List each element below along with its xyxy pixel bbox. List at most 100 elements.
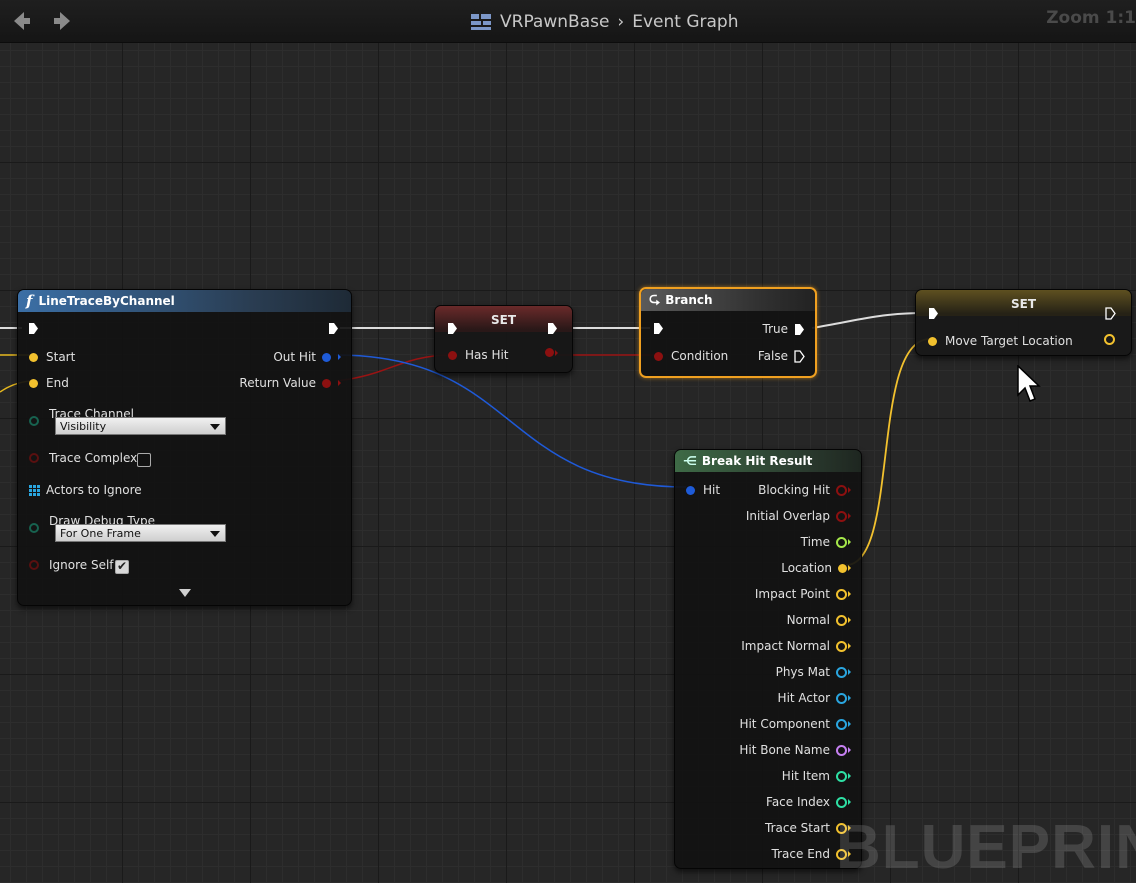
function-icon: f [26, 292, 33, 310]
back-arrow-icon[interactable] [9, 9, 33, 33]
output-pin-initial-overlap[interactable]: Initial Overlap [746, 509, 851, 523]
output-pin-hit-actor[interactable]: Hit Actor [778, 691, 851, 705]
blueprint-watermark: BLUEPRINT [836, 813, 1136, 882]
has-hit-pin[interactable]: Has Hit [448, 348, 509, 362]
exec-pin-hollow-icon [1105, 307, 1116, 320]
object-pin-icon [836, 692, 847, 704]
trace-channel-dropdown[interactable]: Visibility [55, 417, 226, 435]
trace-complex-pin[interactable]: Trace Complex [29, 451, 137, 465]
set-move-target-location-node[interactable]: SET Move Target Location [915, 289, 1132, 356]
object-pin-icon [836, 666, 847, 678]
bool-pin-icon [448, 350, 457, 360]
output-pin-hit-item[interactable]: Hit Item [782, 769, 851, 783]
out-hit-pin[interactable]: Out Hit [273, 350, 341, 364]
ignore-self-checkbox[interactable] [115, 559, 129, 574]
vector-pin-icon [29, 378, 38, 388]
exec-pin-hollow-icon [794, 349, 805, 363]
condition-pin[interactable]: Condition [654, 349, 728, 363]
mouse-cursor-icon [1017, 365, 1041, 402]
start-pin[interactable]: Start [29, 350, 75, 364]
output-pin-hit-component[interactable]: Hit Component [739, 717, 851, 731]
output-pin-impact-point[interactable]: Impact Point [755, 587, 851, 601]
line-trace-by-channel-node[interactable]: f LineTraceByChannel Start End Out Hit R… [17, 289, 352, 606]
node-title: LineTraceByChannel [38, 294, 175, 308]
break-struct-icon: ⋲ [683, 454, 697, 468]
output-pin-hit-bone-name[interactable]: Hit Bone Name [739, 743, 851, 757]
set-has-hit-node[interactable]: SET Has Hit [434, 305, 573, 373]
output-pin-blocking-hit[interactable]: Blocking Hit [758, 483, 851, 497]
return-value-pin[interactable]: Return Value [239, 376, 341, 390]
blueprint-graph-icon [471, 14, 491, 30]
exec-in-pin[interactable] [928, 307, 939, 320]
bool-pin-icon [836, 484, 847, 496]
draw-debug-type-dropdown[interactable]: For One Frame [55, 524, 226, 542]
output-pin-impact-normal[interactable]: Impact Normal [741, 639, 851, 653]
actors-to-ignore-pin[interactable]: Actors to Ignore [29, 483, 142, 497]
vector-pin-icon [836, 640, 847, 652]
struct-pin-icon [686, 485, 695, 495]
exec-in-pin[interactable] [28, 322, 39, 335]
has-hit-out-pin[interactable] [545, 348, 558, 357]
struct-pin-icon [322, 352, 331, 362]
breadcrumb-blueprint[interactable]: VRPawnBase [500, 12, 610, 32]
int-pin-icon [836, 796, 847, 808]
output-pin-trace-end[interactable]: Trace End [772, 847, 851, 861]
exec-pin-icon [29, 323, 38, 334]
expand-advanced-pins-icon[interactable] [179, 589, 191, 597]
exec-pin-icon [448, 323, 457, 334]
exec-pin-icon [329, 323, 338, 334]
zoom-level: Zoom 1:1 [1046, 8, 1136, 28]
enum-pin-icon [29, 416, 39, 426]
vector-pin-icon [838, 563, 847, 573]
vector-pin-icon [1104, 334, 1115, 345]
breadcrumb-graph[interactable]: Event Graph [632, 12, 739, 32]
false-pin[interactable]: False [758, 349, 805, 363]
dropdown-caret-icon [210, 531, 220, 537]
trace-complex-checkbox[interactable] [137, 453, 151, 467]
float-pin-icon [836, 536, 847, 548]
exec-pin-icon [654, 323, 663, 334]
exec-pin-icon [795, 323, 804, 335]
exec-pin-icon [548, 323, 557, 334]
exec-pin-icon [929, 308, 938, 319]
output-pin-face-index[interactable]: Face Index [766, 795, 851, 809]
output-pin-trace-start[interactable]: Trace Start [765, 821, 851, 835]
bool-pin-icon [836, 510, 847, 522]
branch-node[interactable]: ⮎ Branch True Condition False [639, 287, 817, 378]
int-pin-icon [836, 770, 847, 782]
bool-pin-icon [322, 378, 331, 388]
exec-out-pin[interactable] [1105, 307, 1116, 320]
output-pin-normal[interactable]: Normal [787, 613, 851, 627]
dropdown-caret-icon [210, 424, 220, 430]
exec-out-pin[interactable] [328, 322, 339, 335]
object-pin-icon [836, 718, 847, 730]
output-pin-phys-mat[interactable]: Phys Mat [776, 665, 851, 679]
vector-pin-icon [836, 822, 847, 834]
bool-pin-icon [29, 453, 39, 463]
output-pin-time[interactable]: Time [801, 535, 851, 549]
true-pin[interactable]: True [763, 322, 806, 336]
ignore-self-pin[interactable]: Ignore Self [29, 558, 114, 572]
exec-in-pin[interactable] [447, 322, 458, 335]
chevron-right-icon: › [617, 12, 625, 32]
end-pin[interactable]: End [29, 376, 69, 390]
vector-pin-icon [836, 848, 847, 860]
move-target-location-pin[interactable]: Move Target Location [928, 334, 1073, 348]
output-pin-location[interactable]: Location [781, 561, 851, 575]
vector-pin-icon [29, 352, 38, 362]
node-title: Break Hit Result [701, 454, 813, 468]
node-title: SET [1010, 297, 1037, 311]
bool-pin-icon [29, 560, 39, 570]
forward-arrow-icon[interactable] [51, 9, 75, 33]
exec-in-pin[interactable] [653, 322, 664, 335]
breadcrumb: VRPawnBase › Event Graph [470, 10, 738, 34]
move-target-location-out-pin[interactable] [1104, 334, 1115, 345]
graph-toolbar: VRPawnBase › Event Graph Zoom 1:1 [0, 0, 1136, 43]
bool-pin-icon [654, 351, 663, 361]
vector-pin-icon [836, 588, 847, 600]
branch-icon: ⮎ [649, 291, 661, 307]
exec-out-pin[interactable] [547, 322, 558, 335]
vector-pin-icon [928, 336, 937, 346]
hit-input-pin[interactable]: Hit [686, 483, 720, 497]
